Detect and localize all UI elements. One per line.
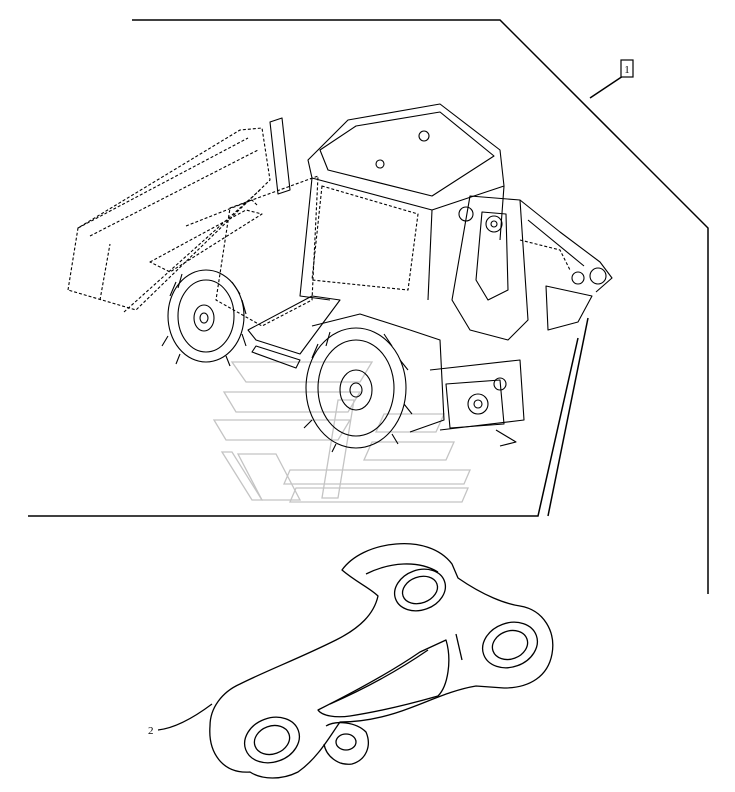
center-web-recess xyxy=(317,639,450,718)
rear-wheel xyxy=(303,313,413,453)
backhoe-boom xyxy=(451,195,613,341)
top-boss-bore xyxy=(393,568,447,612)
callout-leader-1 xyxy=(589,73,627,99)
arm-link-part xyxy=(209,542,554,779)
arm-link-outline xyxy=(209,542,554,779)
frame-lines xyxy=(28,19,709,594)
backhoe-loader-illustration xyxy=(67,103,613,453)
loader-arm xyxy=(149,209,263,273)
callout-box-1[interactable]: 1 xyxy=(620,59,634,78)
watermark-logo xyxy=(212,361,471,503)
rear-frame xyxy=(409,329,525,447)
part-2-label: 2 xyxy=(148,725,154,737)
operator-cab xyxy=(299,103,505,301)
part-2-callout[interactable]: 2 xyxy=(148,703,213,737)
top-border-line xyxy=(132,19,709,594)
backhoe-bucket xyxy=(545,285,593,331)
callout-box-1-label: 1 xyxy=(624,64,630,76)
right-boss-bore xyxy=(481,621,539,669)
lower-lug-hole xyxy=(335,733,357,751)
lower-left-divider xyxy=(28,337,579,517)
front-loader-bucket xyxy=(67,127,271,313)
lower-right-divider xyxy=(547,317,589,517)
part-2-leader-line xyxy=(157,703,213,731)
left-boss-bore xyxy=(243,716,301,764)
front-wheel xyxy=(161,269,247,367)
